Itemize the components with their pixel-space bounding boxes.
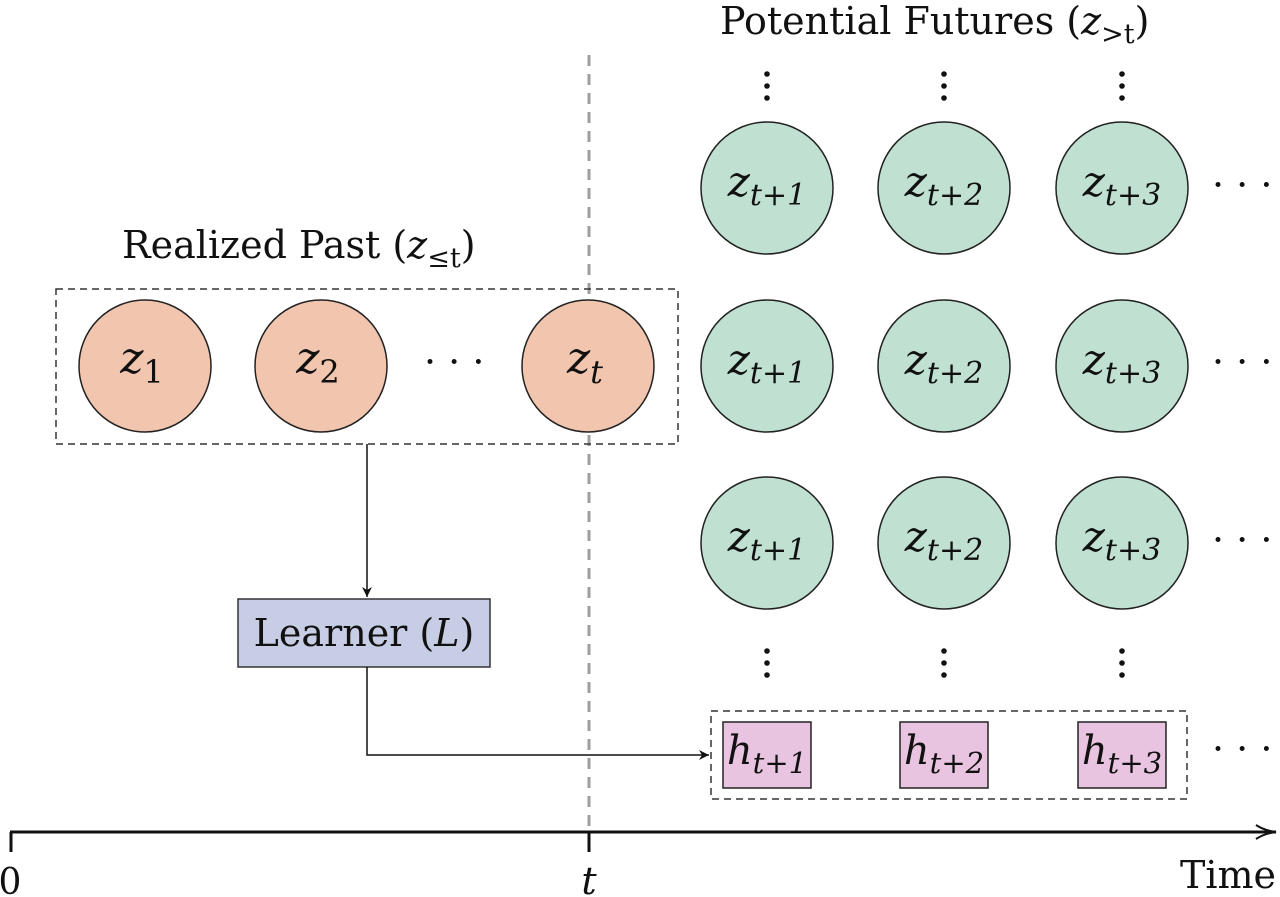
- future-node-circle: [877, 299, 1011, 433]
- future-node-circle: [1055, 476, 1189, 610]
- future-node-circle: [700, 299, 834, 433]
- future-node-label: zt+2: [904, 512, 983, 568]
- past-box: [55, 288, 679, 445]
- hypothesis-label: ht+3: [1082, 728, 1162, 780]
- learner-box: Learner (L): [237, 598, 491, 668]
- future-row-ellipsis: · · ·: [1212, 518, 1272, 562]
- hypothesis-label: ht+2: [904, 728, 984, 780]
- axis-t-label: t: [581, 859, 597, 897]
- future-node-label: zt+1: [727, 157, 806, 213]
- future-node-label: zt+2: [904, 335, 983, 391]
- hypotheses-ellipsis: · · ·: [1212, 727, 1272, 771]
- learner-to-hypotheses-arrow: [366, 667, 709, 760]
- future-node-circle: [700, 476, 834, 610]
- future-node-label: zt+1: [727, 512, 806, 568]
- future-bottom-ellipses: [764, 648, 1125, 678]
- future-node-label: zt+1: [727, 335, 806, 391]
- future-node-label: zt+3: [1082, 335, 1161, 391]
- hypotheses-box: [710, 710, 1188, 800]
- past-node-label: z1: [119, 333, 164, 391]
- hypotheses: ht+1 ht+2 ht+3: [722, 721, 1167, 789]
- past-node-circle: [254, 299, 388, 433]
- past-node-circle: [78, 299, 212, 433]
- hypothesis-box: [722, 721, 812, 789]
- past-node-circle: [521, 299, 655, 433]
- hypothesis-label: ht+1: [727, 728, 807, 780]
- future-grid: zt+1 zt+2 zt+3 zt+1 zt+2 zt+3 zt+1 zt+2 zt+3: [700, 121, 1189, 610]
- future-node-circle: [877, 476, 1011, 610]
- axis-time-label: Time: [1180, 853, 1276, 897]
- future-node-label: zt+3: [1082, 512, 1161, 568]
- future-node-circle: [1055, 299, 1189, 433]
- future-row-ellipsis: · · ·: [1212, 163, 1272, 207]
- future-title: Potential Futures (z>t): [720, 0, 1149, 50]
- axis-start-label: 0: [0, 862, 21, 897]
- hypothesis-box: [899, 721, 989, 789]
- future-node-circle: [877, 121, 1011, 255]
- future-node-label: zt+3: [1082, 157, 1161, 213]
- future-top-ellipses: [764, 71, 1125, 101]
- future-node-circle: [1055, 121, 1189, 255]
- past-ellipsis: · · ·: [424, 340, 484, 384]
- past-node-label: zt: [566, 333, 603, 391]
- future-node-label: zt+2: [904, 157, 983, 213]
- svg-text:Learner (L): Learner (L): [254, 611, 475, 655]
- future-node-circle: [700, 121, 834, 255]
- hypothesis-box: [1077, 721, 1167, 789]
- past-title: Realized Past (z≤t): [122, 223, 476, 274]
- future-row-ellipsis: · · ·: [1212, 340, 1272, 384]
- past-node-label: z2: [295, 333, 340, 391]
- past-nodes: z1 z2 zt: [78, 299, 655, 433]
